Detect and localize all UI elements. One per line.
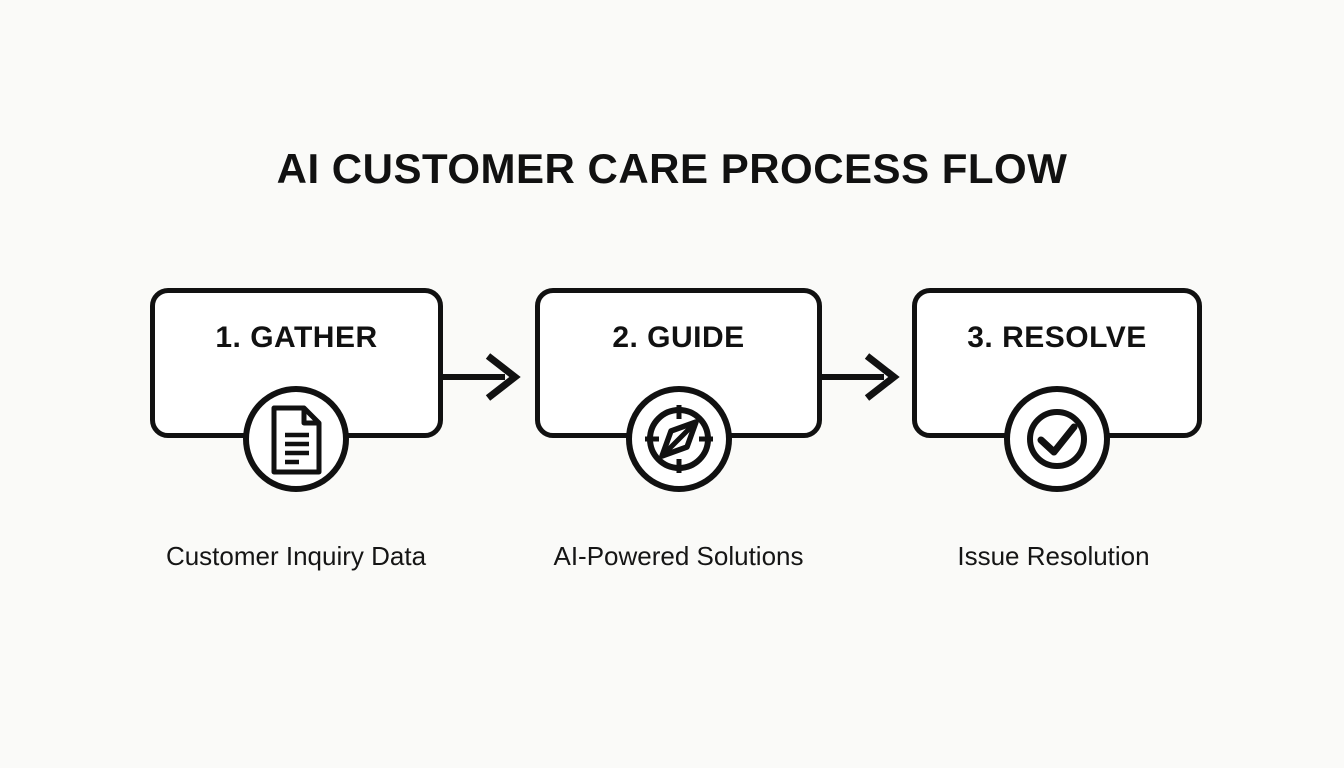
diagram-title: AI CUSTOMER CARE PROCESS FLOW <box>276 145 1068 192</box>
document-icon <box>271 405 322 475</box>
step-badge-resolve <box>1004 386 1110 492</box>
arrow-right-icon <box>822 353 900 401</box>
step-caption-guide: AI-Powered Solutions <box>553 541 804 571</box>
step-caption-gather: Customer Inquiry Data <box>165 541 427 571</box>
check-circle-icon <box>1027 409 1087 469</box>
step-badge-gather <box>243 386 349 492</box>
step-caption-resolve: Issue Resolution <box>957 541 1150 571</box>
step-box-guide: 2. GUIDE <box>535 288 822 438</box>
arrow-right-icon <box>443 353 521 401</box>
step-label-resolve: 3. RESOLVE <box>967 321 1147 354</box>
compass-icon <box>645 405 713 473</box>
step-badge-guide <box>626 386 732 492</box>
step-label-guide: 2. GUIDE <box>612 321 745 354</box>
step-label-gather: 1. GATHER <box>215 321 378 354</box>
